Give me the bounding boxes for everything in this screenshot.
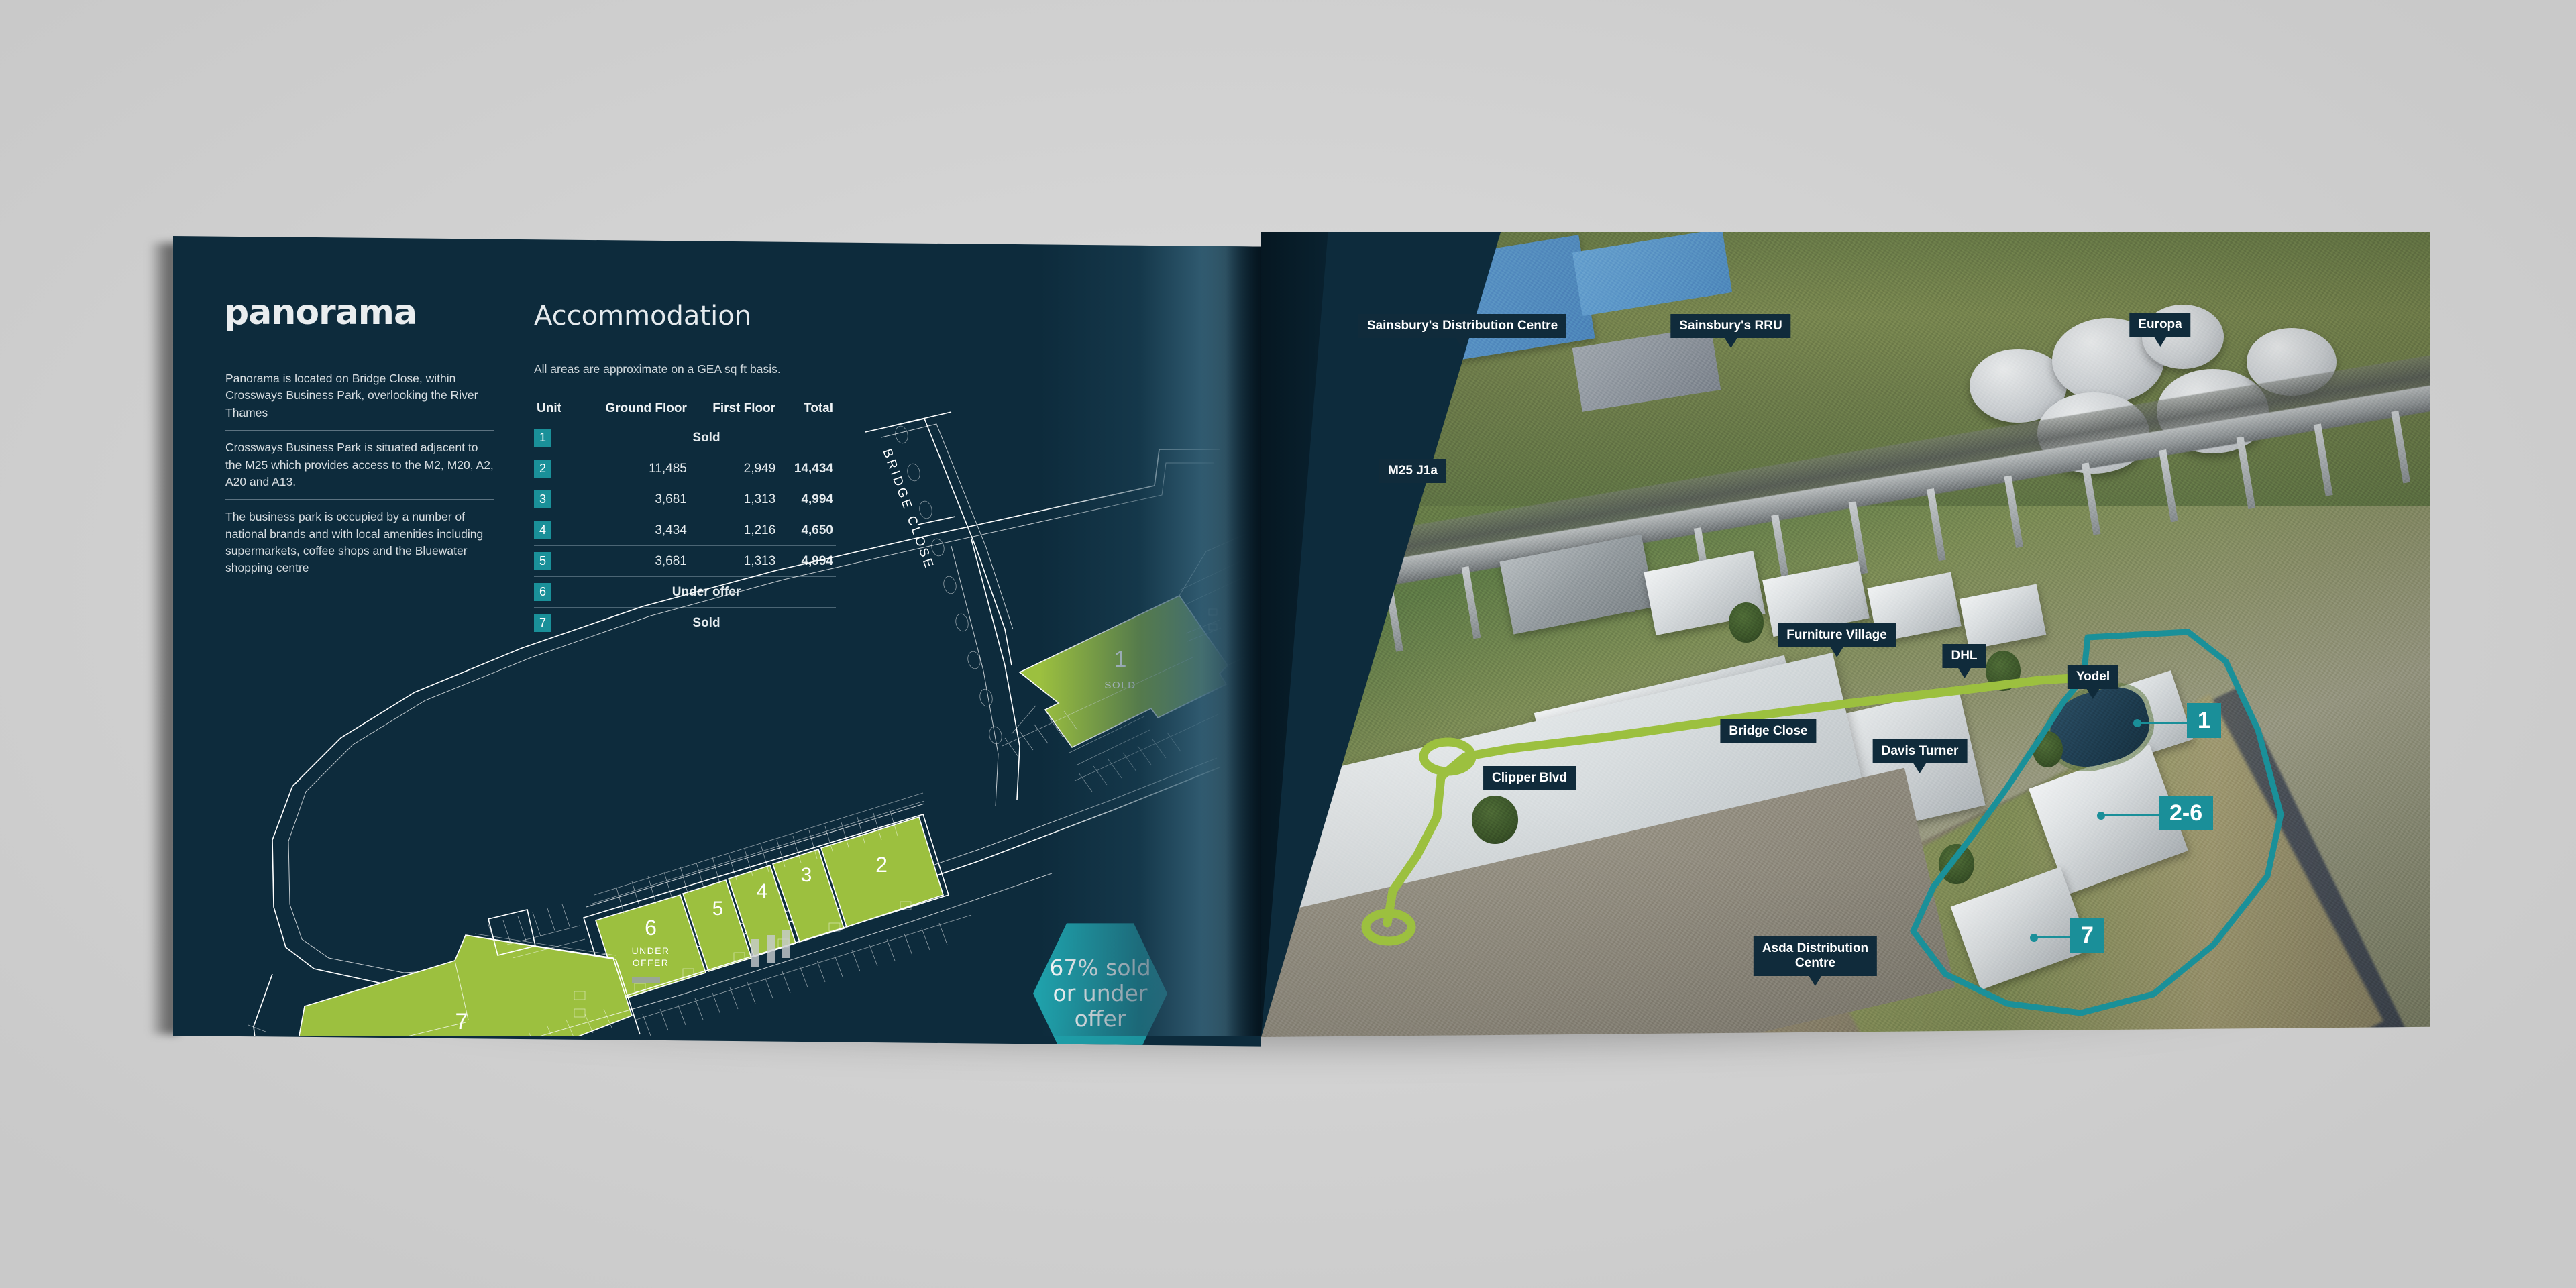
site-unit-3-number: 3 — [801, 864, 812, 886]
aerial-labels-overlay: Sainsbury's Distribution Centre Sainsbur… — [1261, 232, 2430, 1037]
label-clipper-blvd: Clipper Blvd — [1483, 766, 1576, 791]
unit-1-leader-line — [2137, 722, 2187, 724]
label-pointer — [1957, 667, 1971, 679]
label-dhl: DHL — [1942, 644, 1986, 679]
left-page: panorama Panorama is located on Bridge C… — [173, 236, 1261, 1046]
label-pointer — [1724, 337, 1737, 349]
marker-unit-7: 7 — [2070, 918, 2104, 953]
label-sainsburys-distribution-centre: Sainsbury's Distribution Centre — [1358, 314, 1567, 349]
label-m25-j1a: M25 J1a — [1379, 459, 1446, 484]
label-pointer — [1913, 763, 1927, 774]
site-unit-2-number: 2 — [875, 853, 888, 877]
sold-badge: 67% sold or under offer — [1033, 920, 1167, 1046]
marker-unit-1: 1 — [2187, 703, 2221, 739]
site-unit-6-status-line2: OFFER — [633, 957, 669, 968]
label-sainsburys-rru: Sainsbury's RRU — [1670, 314, 1791, 349]
site-unit-1-number: 1 — [1114, 647, 1127, 672]
label-pointer — [2153, 336, 2167, 347]
label-pointer — [2086, 688, 2100, 700]
right-page: Sainsbury's Distribution Centre Sainsbur… — [1261, 222, 2430, 1037]
sold-badge-text: 67% sold or under offer — [1044, 955, 1156, 1032]
label-yodel: Yodel — [2067, 665, 2119, 700]
site-unit-7-number: 7 — [455, 1009, 468, 1034]
badge-line-2: or under — [1053, 979, 1148, 1006]
marker-units-2-6: 2-6 — [2159, 796, 2214, 831]
unit-7-leader-line — [2034, 936, 2070, 938]
site-unit-1-status: SOLD — [1104, 680, 1136, 691]
badge-line-1: 67% sold — [1049, 954, 1151, 981]
site-unit-6-number: 6 — [645, 916, 657, 940]
badge-line-3: offer — [1074, 1006, 1126, 1032]
site-unit-5-number: 5 — [712, 898, 724, 920]
label-pointer — [1809, 975, 1822, 986]
site-plan-drawing: .ln{fill:none;stroke:#ffffff;stroke-widt… — [248, 411, 1261, 1036]
unit-2-6-leader-line — [2101, 814, 2159, 816]
label-pointer — [1829, 647, 1843, 658]
label-asda-distribution-centre: Asda Distribution Centre — [1753, 936, 1878, 986]
label-davis-turner: Davis Turner — [1872, 739, 1968, 774]
label-furniture-village: Furniture Village — [1778, 623, 1896, 658]
site-unit-6-status-line1: UNDER — [632, 945, 670, 956]
site-unit-4-number: 4 — [757, 880, 768, 902]
label-bridge-close: Bridge Close — [1720, 719, 1817, 744]
bridge-close-road-label: BRIDGE CLOSE — [879, 447, 936, 572]
label-pointer — [1455, 337, 1469, 349]
panorama-site-boundary — [1910, 629, 2284, 1016]
hexagon-shape: 67% sold or under offer — [1033, 920, 1167, 1046]
label-europa: Europa — [2129, 313, 2191, 347]
